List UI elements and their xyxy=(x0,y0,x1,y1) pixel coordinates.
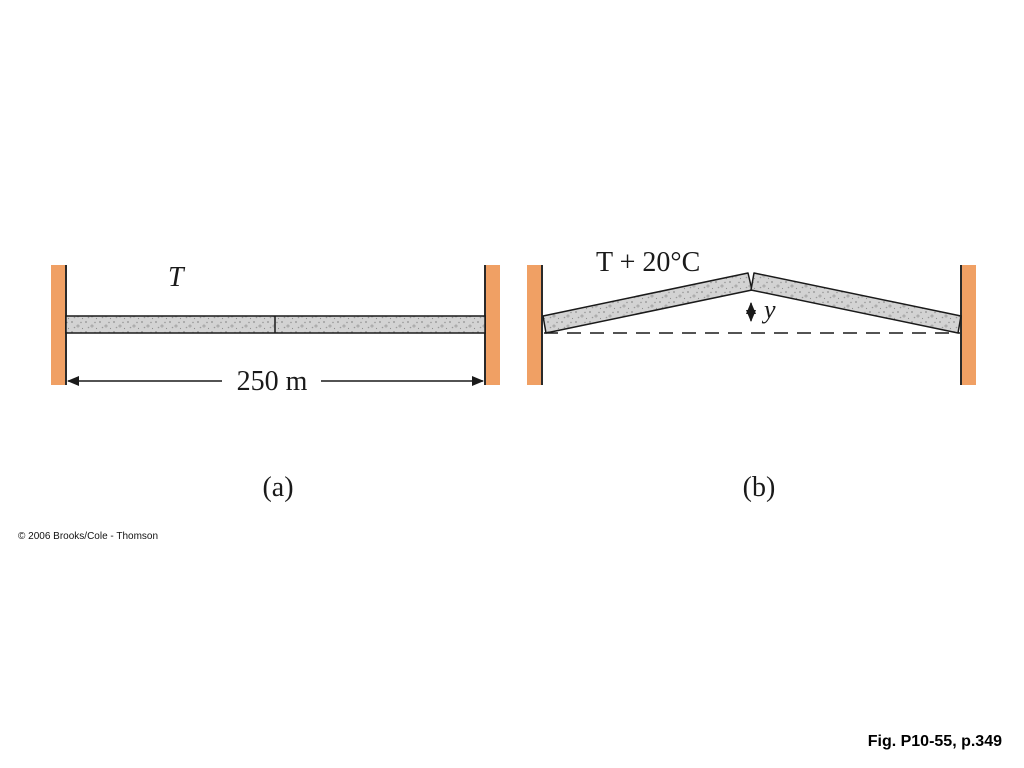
length-label: 250 m xyxy=(237,366,308,397)
left-abutment-b xyxy=(527,265,542,385)
right-abutment-a xyxy=(485,265,500,385)
panel-a: T 250 m (a) xyxy=(51,262,500,503)
left-abutment-a xyxy=(51,265,66,385)
copyright-notice: © 2006 Brooks/Cole - Thomson xyxy=(18,531,159,542)
panel-b-label: (b) xyxy=(743,472,776,503)
temperature-label-b: T + 20°C xyxy=(596,247,700,278)
right-abutment-b xyxy=(961,265,976,385)
panel-b: y T + 20°C (b) xyxy=(527,247,976,503)
rise-label: y xyxy=(761,295,776,324)
temperature-label-a: T xyxy=(168,262,186,293)
buckled-span-right xyxy=(750,272,962,334)
buckled-span-left xyxy=(542,272,753,334)
figure-caption: Fig. P10-55, p.349 xyxy=(867,733,1002,750)
panel-a-label: (a) xyxy=(262,472,293,503)
